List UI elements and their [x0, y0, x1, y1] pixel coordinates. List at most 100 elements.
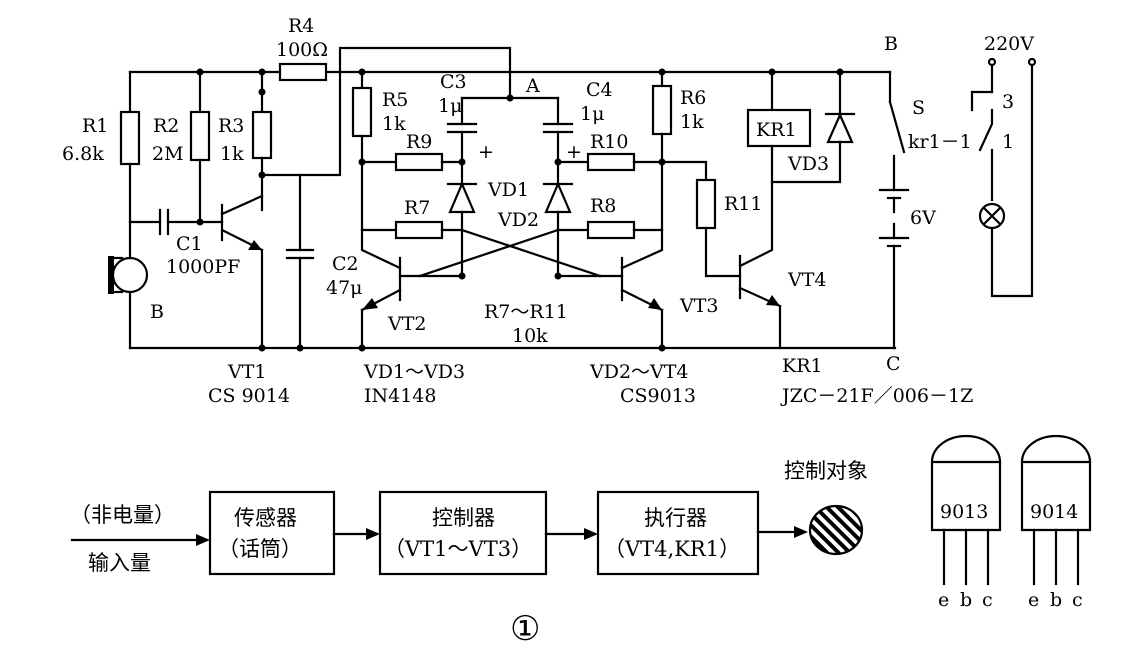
r3-value: 1k: [220, 143, 244, 165]
r3-label: R3: [218, 115, 244, 137]
arrow-sensor-controller: [332, 528, 380, 540]
r9-label: R9: [406, 131, 432, 153]
r10-label: R10: [590, 131, 628, 153]
capacitor-c2: [285, 173, 315, 350]
resistor-r2: [189, 70, 211, 224]
pin-label-b: b: [960, 589, 972, 611]
sensor-subtitle: （话筒）: [218, 537, 302, 561]
r11-label: R11: [724, 193, 762, 215]
package-name-9014: 9014: [1030, 501, 1078, 523]
input-label-bottom: 输入量: [88, 551, 151, 575]
vd-type-label: IN4148: [364, 385, 436, 407]
input-arrow: [70, 534, 210, 546]
c1-label: C1: [176, 233, 203, 255]
input-label-top: （非电量）: [70, 503, 175, 527]
c1-value: 1000PF: [166, 256, 240, 278]
contact-1-label: 1: [1002, 131, 1014, 153]
transistor-vt1: [220, 46, 512, 350]
resistor-r7: [360, 220, 464, 240]
control-object-symbol: [808, 504, 864, 556]
node-a-label: A: [525, 75, 540, 97]
c3-plus: +: [478, 141, 494, 163]
mains-circuit: [970, 57, 1037, 298]
vt1-type-label: CS 9014: [208, 385, 290, 407]
kr1-contact-label: kr1－1: [908, 131, 972, 153]
c4-label: C4: [586, 79, 613, 101]
r7-label: R7: [404, 197, 430, 219]
r5-value: 1k: [382, 113, 406, 135]
vd-part-label: VD1～VD3: [363, 361, 465, 383]
vt-type-label: CS9013: [620, 385, 696, 407]
r7-r11-value: 10k: [512, 325, 548, 347]
controller-block: [378, 490, 548, 576]
mains-label: 220V: [984, 33, 1034, 55]
contact-3-label: 3: [1002, 91, 1014, 113]
executor-subtitle: （VT4,KR1）: [604, 537, 740, 561]
resistor-r9: [360, 152, 464, 172]
pin-label-c: c: [982, 589, 993, 611]
r2-value: 2M: [152, 143, 184, 165]
sensor-block: [208, 490, 336, 576]
pin-label-c: c: [1072, 589, 1083, 611]
battery-label: 6V: [910, 207, 936, 229]
r7-r11-label: R7～R11: [484, 301, 568, 323]
resistor-r1: [119, 70, 141, 350]
vt1-part-label: VT1: [227, 361, 266, 383]
vd3-label: VD3: [787, 153, 829, 175]
package-name-9013: 9013: [940, 501, 988, 523]
vt3-label: VT3: [679, 295, 718, 317]
cross-coupling: [418, 228, 602, 278]
r8-label: R8: [590, 195, 616, 217]
diode-vd2: [542, 160, 574, 278]
capacitor-c4: [542, 96, 574, 164]
microphone-symbol: [108, 256, 149, 294]
vd1-label: VD1: [487, 179, 529, 201]
battery-6v: [878, 188, 910, 350]
c4-value: 1μ: [580, 103, 604, 125]
resistor-r8: [556, 220, 664, 240]
capacitor-c3: [446, 96, 560, 164]
r1-value: 6.8k: [62, 143, 104, 165]
r4-label: R4: [288, 15, 314, 37]
r2-label: R2: [153, 115, 179, 137]
c3-value: 1μ: [438, 95, 462, 117]
resistor-r11: [660, 160, 742, 278]
control-object-label: 控制对象: [784, 459, 868, 483]
figure-number: ①: [510, 609, 540, 649]
vd2-label: VD2: [497, 209, 539, 231]
c2-value: 47μ: [326, 277, 363, 299]
resistor-r10: [556, 152, 664, 172]
relay-kr1: [746, 70, 812, 152]
arrow-executor-object: [756, 526, 808, 538]
kr1-label: KR1: [756, 119, 797, 141]
controller-subtitle: （VT1～VT3）: [384, 537, 532, 561]
c3-label: C3: [440, 71, 467, 93]
transistor-vt3: [598, 228, 664, 350]
c2-label: C2: [332, 253, 359, 275]
vt-part-label: VD2～VT4: [589, 361, 689, 383]
switch-s: [888, 70, 906, 192]
resistor-r4: [278, 62, 328, 82]
mic-label: B: [150, 301, 164, 323]
vt2-label: VT2: [387, 313, 426, 335]
node-b-label: B: [884, 33, 898, 55]
pin-label-e: e: [1028, 589, 1039, 611]
executor-block: [596, 490, 760, 576]
c4-plus: +: [566, 141, 582, 163]
pin-label-b: b: [1050, 589, 1062, 611]
resistor-r6: [651, 70, 673, 232]
r1-label: R1: [82, 115, 108, 137]
kr-part-label: KR1: [782, 355, 823, 377]
sensor-title: 传感器: [234, 506, 297, 530]
pin-label-e: e: [938, 589, 949, 611]
controller-title: 控制器: [432, 506, 495, 530]
resistor-r5: [351, 70, 373, 242]
executor-title: 执行器: [644, 506, 707, 530]
kr-type-label: JZC－21F／006－1Z: [780, 385, 973, 407]
transistor-vt2: [360, 238, 422, 350]
vt4-label: VT4: [787, 269, 826, 291]
r4-value: 100Ω: [276, 39, 328, 61]
